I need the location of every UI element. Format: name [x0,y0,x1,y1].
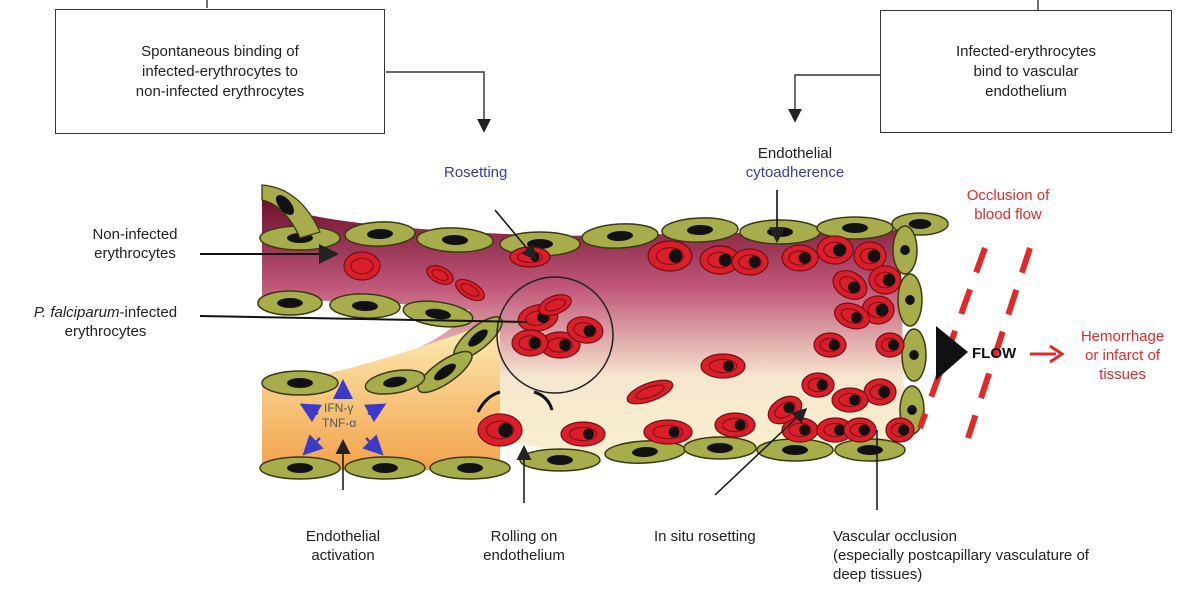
endothelial-cell [260,457,340,479]
box-left-line-2: infected-erythrocytes to [136,62,304,82]
label-endothelial-activation: Endothelial activation [283,527,403,565]
infected-erythrocyte [876,333,904,357]
label-hemorrhage-1: Hemorrhage [1060,327,1185,346]
endothelial-cell [520,449,600,471]
endothelial-cell [262,371,338,395]
box-right-line-3: endothelium [956,82,1096,102]
infected-erythrocyte [802,373,834,397]
infected-erythrocyte [478,414,522,446]
endothelial-cell [835,439,905,461]
label-hemorrhage-2: or infarct of [1060,346,1185,365]
endothelial-cell [258,291,322,315]
label-hemorrhage-3: tissues [1060,365,1185,384]
infected-erythrocyte [782,245,818,271]
label-rolling-1: Rolling on [463,527,585,546]
infected-erythrocyte [701,354,745,378]
label-non-infected-2: erythrocytes [70,244,200,263]
label-vascular-3: deep tissues) [833,565,1183,584]
label-in-situ-rosetting: In situ rosetting [654,527,756,546]
infected-erythrocyte [864,379,896,405]
label-rolling-2: endothelium [463,546,585,565]
label-pf-infected: P. falciparum-infected erythrocytes [8,303,203,341]
label-ifn: IFN-γ [324,401,353,415]
label-cytoadherence-word: cytoadherence [725,163,865,182]
infected-erythrocyte [817,236,853,264]
infected-erythrocyte [832,388,868,412]
label-occlusion-2: blood flow [948,205,1068,224]
label-activation-2: activation [283,546,403,565]
endothelial-cell [345,457,425,479]
label-pf-italic: P. falciparum [34,304,120,321]
label-rosetting: Rosetting [444,163,507,182]
endothelial-cell [902,329,926,381]
label-activation-1: Endothelial [283,527,403,546]
connector-right-box [795,75,880,120]
connector-left-box [386,72,484,130]
label-hemorrhage: Hemorrhage or infarct of tissues [1060,327,1185,384]
infected-erythrocyte [715,413,755,437]
label-occlusion-1: Occlusion of [948,186,1068,205]
endothelial-cell [898,274,922,326]
label-vascular-1: Vascular occlusion [833,527,1183,546]
label-rolling: Rolling on endothelium [463,527,585,565]
infected-erythrocyte [512,330,548,356]
label-flow: FLOW [972,344,1016,363]
label-pf-line-2: erythrocytes [8,322,203,341]
box-left-line-1: Spontaneous binding of [136,42,304,62]
box-left-line-3: non-infected erythrocytes [136,82,304,102]
infected-erythrocyte [844,418,876,442]
label-non-infected-1: Non-infected [70,225,200,244]
box-right-line-2: bind to vascular [956,62,1096,82]
occlusion-dash-1 [920,248,985,428]
endothelial-cell [757,439,833,461]
endothelial-cell [684,437,756,459]
infected-erythrocyte [510,247,550,267]
erythrocyte [344,252,380,280]
infected-erythrocyte [732,249,768,275]
infected-erythrocyte [648,241,692,271]
label-pf-rest: -infected [120,304,178,321]
endothelial-cell [893,226,917,274]
label-occlusion: Occlusion of blood flow [948,186,1068,224]
label-endothelial-cytoadherence: Endothelial cytoadherence [725,144,865,182]
box-right-line-1: Infected-erythrocytes [956,42,1096,62]
infected-erythrocyte [886,418,914,442]
endothelial-cell [817,217,893,239]
endothelial-cell [740,220,820,244]
infected-erythrocyte [644,420,692,444]
label-non-infected: Non-infected erythrocytes [70,225,200,263]
infected-erythrocyte [561,422,605,446]
endothelial-cell [430,457,510,479]
label-endothelial-word: Endothelial [725,144,865,163]
label-vascular-2: (especially postcapillary vasculature of [833,546,1183,565]
box-spontaneous-binding: Spontaneous binding of infected-erythroc… [55,9,385,134]
infected-erythrocyte [869,266,901,294]
occlusion-dash-2 [968,248,1030,438]
label-vascular-occlusion: Vascular occlusion (especially postcapil… [833,527,1183,584]
label-pf-line-1: P. falciparum-infected [8,303,203,322]
box-bind-endothelium: Infected-erythrocytes bind to vascular e… [880,10,1172,133]
label-tnf: TNF-α [322,416,356,430]
infected-erythrocyte [814,333,846,357]
